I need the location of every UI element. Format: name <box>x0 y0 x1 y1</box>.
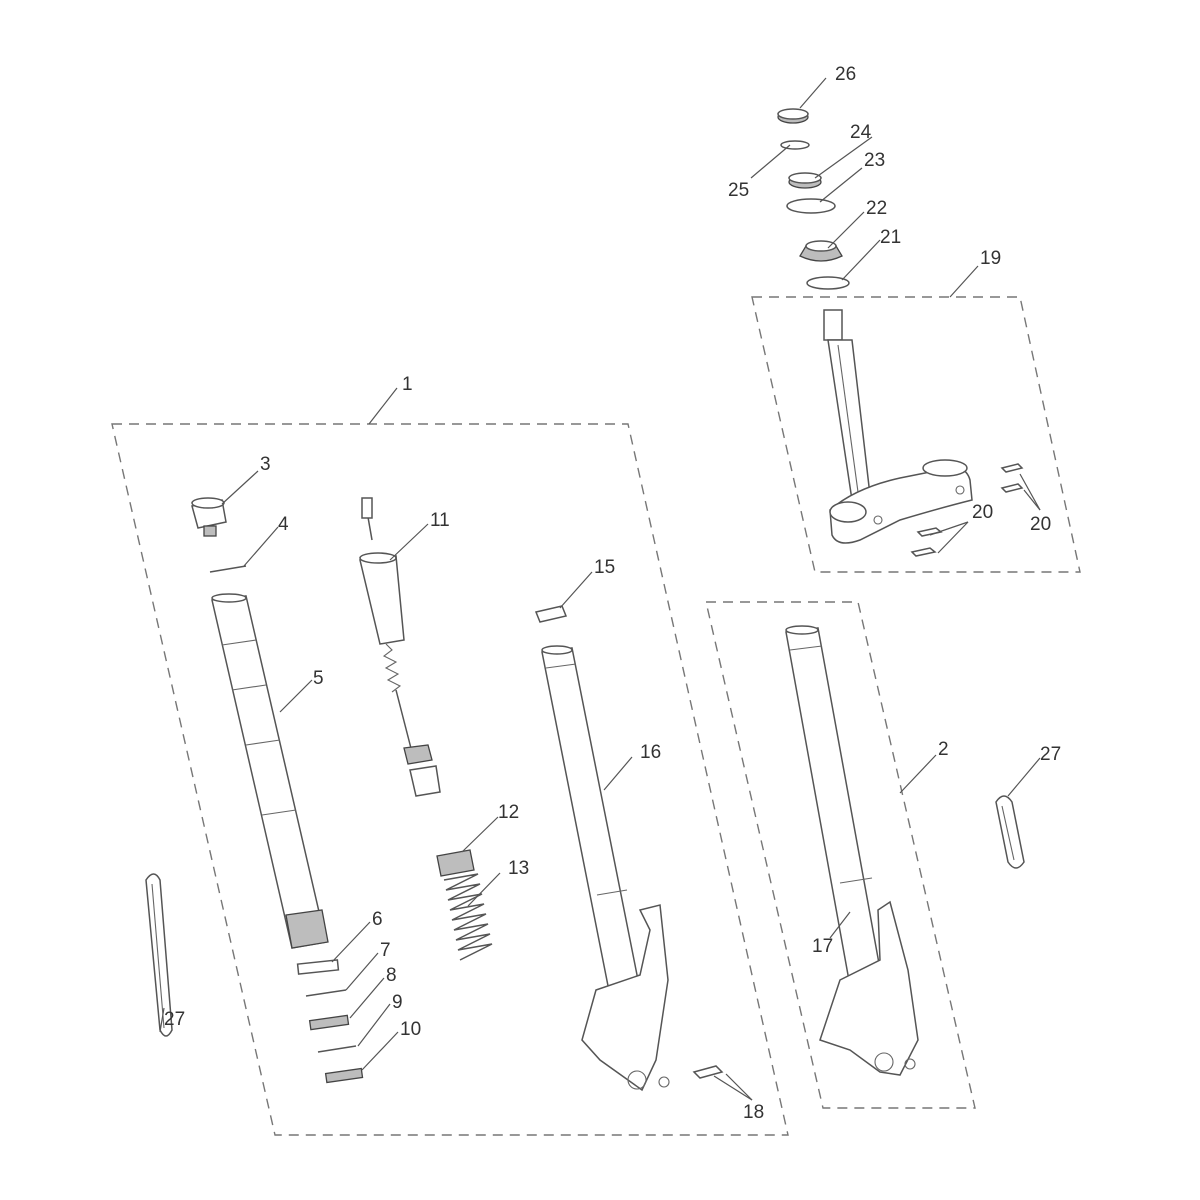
callout-17: 17 <box>812 936 833 957</box>
callout-24: 24 <box>850 122 872 143</box>
part-22-bearing <box>799 240 843 262</box>
part-4-rod <box>209 565 247 573</box>
part-15-block <box>534 605 568 623</box>
part-12-collar <box>436 849 475 877</box>
part-5-outer-tube <box>211 593 329 949</box>
part-11-cartridge <box>359 497 441 797</box>
group-box-1 <box>111 423 789 1136</box>
callout-10: 10 <box>400 1019 421 1040</box>
callout-23: 23 <box>864 150 885 171</box>
callout-9: 9 <box>392 992 403 1013</box>
part-7-rod <box>305 989 347 997</box>
callout-16: 16 <box>640 742 661 763</box>
callout-22: 22 <box>866 198 887 219</box>
part-18-bolt <box>692 1065 724 1079</box>
callout-5: 5 <box>313 668 324 689</box>
callout-12: 12 <box>498 802 519 823</box>
callout-1: 1 <box>402 374 413 395</box>
part-26-nut <box>777 108 809 124</box>
callout-27-right: 27 <box>1040 744 1061 765</box>
part-8-bush <box>308 1014 350 1031</box>
callout-11: 11 <box>430 510 450 531</box>
group-box-2 <box>705 601 976 1109</box>
part-27-seal-right <box>995 795 1025 869</box>
callout-labels: 1 2 3 4 5 6 7 8 9 10 11 12 13 15 16 17 1… <box>164 64 1061 1123</box>
part-6-spacer <box>296 959 340 975</box>
callout-25: 25 <box>728 180 749 201</box>
part-13-spring <box>443 873 493 961</box>
callout-6: 6 <box>372 909 383 930</box>
part-21-seal <box>806 276 850 290</box>
callout-4: 4 <box>278 514 289 535</box>
callout-26: 26 <box>835 64 856 85</box>
part-20-bolts <box>910 463 1024 557</box>
callout-13: 13 <box>508 858 529 879</box>
callout-20a: 20 <box>972 502 993 523</box>
callout-19: 19 <box>980 248 1001 269</box>
callout-8: 8 <box>386 965 397 986</box>
callout-3: 3 <box>260 454 271 475</box>
callout-7: 7 <box>380 940 391 961</box>
part-23-washer <box>786 198 836 214</box>
part-9-ring <box>317 1045 357 1053</box>
part-25-washer <box>780 140 810 150</box>
part-27-seal-left <box>145 873 173 1037</box>
part-16-fork-leg <box>541 645 670 1092</box>
callout-2: 2 <box>938 739 949 760</box>
part-17-fork-leg <box>785 625 919 1076</box>
callout-27-left: 27 <box>164 1009 185 1030</box>
part-10-bush <box>324 1067 364 1084</box>
callout-20b: 20 <box>1030 514 1051 535</box>
callout-21: 21 <box>880 227 901 248</box>
leader-lines <box>159 77 1041 1101</box>
callout-15: 15 <box>594 557 615 578</box>
group-box-19 <box>751 296 1081 573</box>
part-24-nut <box>788 172 822 189</box>
callout-18: 18 <box>743 1102 764 1123</box>
part-3-top-cap <box>191 497 227 537</box>
part-19-lower-yoke <box>823 309 973 544</box>
